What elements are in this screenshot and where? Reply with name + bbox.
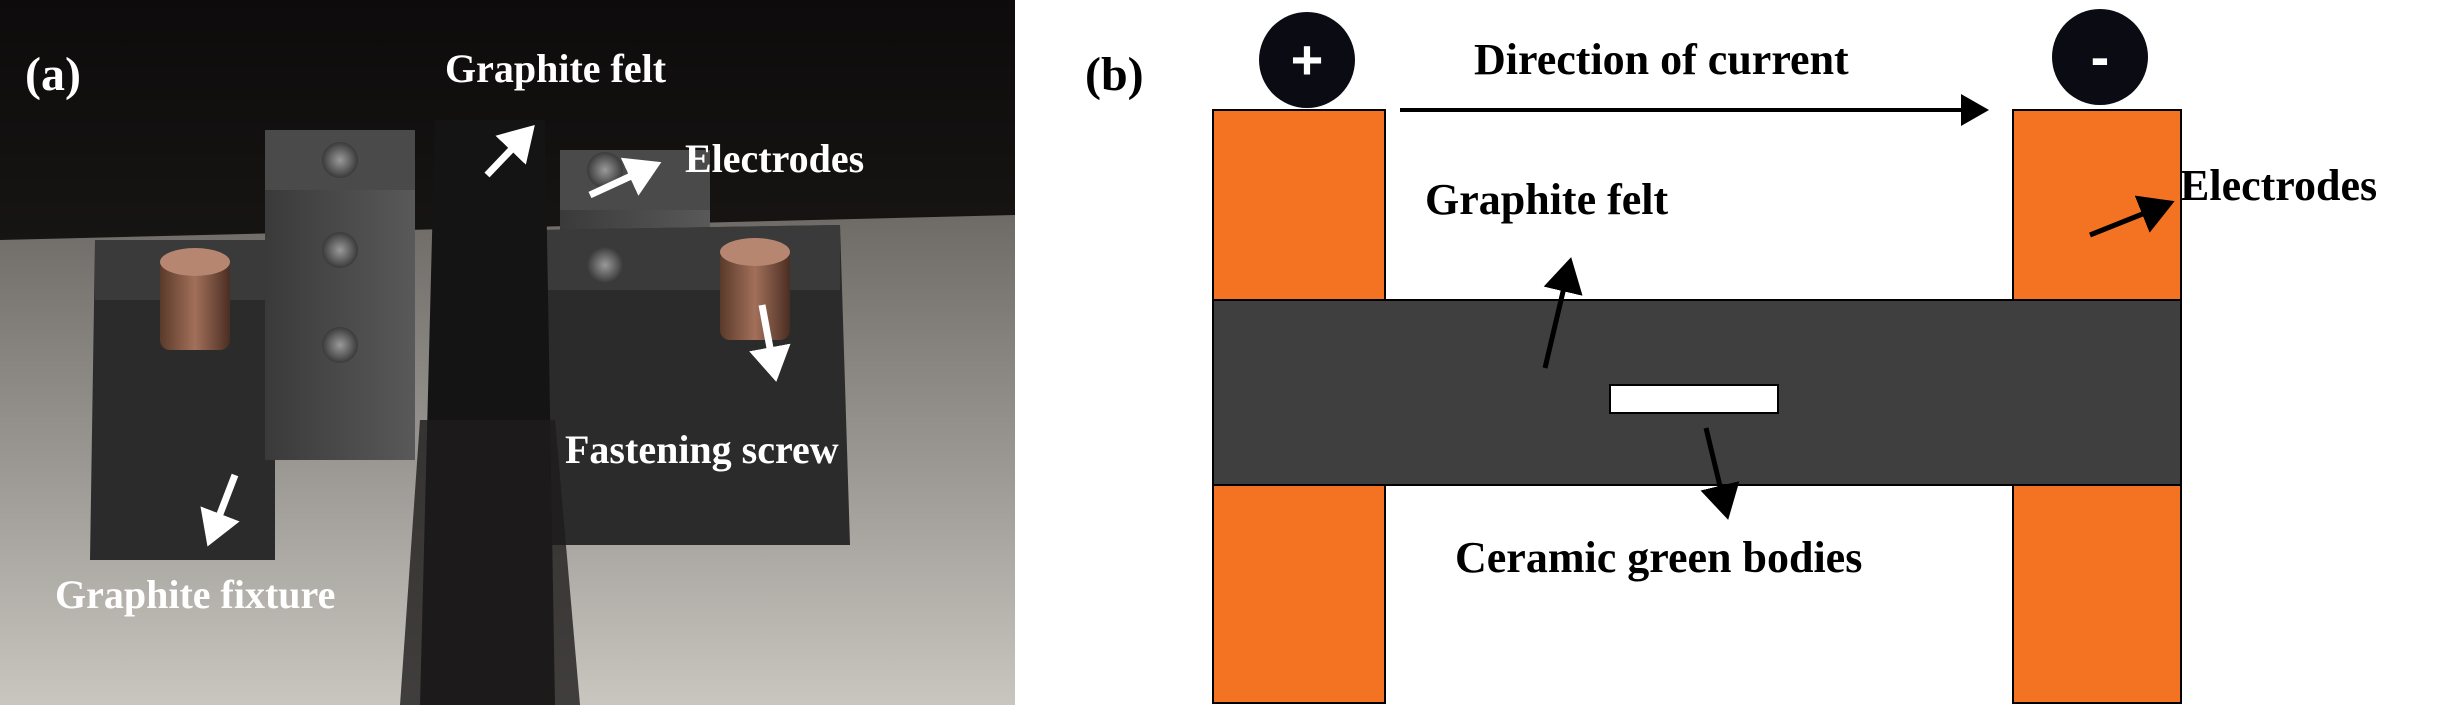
photo-label-fastening-screw: Fastening screw (565, 427, 839, 472)
negative-sign: - (2091, 25, 2110, 88)
photo-label-graphite-fixture: Graphite fixture (55, 572, 335, 617)
arrow-graphite-felt-schematic (1542, 257, 1583, 369)
arrow-electrodes (588, 157, 662, 199)
photo-screw (322, 327, 358, 363)
label-direction-of-current: Direction of current (1474, 35, 1849, 84)
photo-screw (322, 142, 358, 178)
left-copper-screw (160, 260, 230, 350)
arrow-graphite-fixture (200, 473, 240, 547)
panel-b-schematic: (b) + - Direction of current Graphite fe… (1085, 9, 2377, 704)
photo-label-electrodes: Electrodes (685, 136, 864, 181)
positive-terminal (1259, 12, 1355, 108)
panel-a-letter: (a) (25, 48, 81, 101)
arrow-fastening-screw (749, 304, 791, 382)
panel-b-letter: (b) (1085, 48, 1144, 101)
label-electrodes: Electrodes (2180, 161, 2377, 210)
photo-screw (587, 247, 623, 283)
ceramic-green-body (1609, 384, 1779, 414)
photo-screw (587, 152, 623, 188)
positive-sign: + (1291, 28, 1324, 91)
label-graphite-felt: Graphite felt (1425, 175, 1669, 224)
arrow-ceramic-green-bodies (1700, 427, 1740, 520)
photo-screw (322, 232, 358, 268)
arrow-electrodes-schematic (2089, 195, 2175, 238)
negative-terminal (2052, 9, 2148, 105)
photo-label-graphite-felt: Graphite felt (445, 46, 667, 91)
label-ceramic-green-bodies: Ceramic green bodies (1455, 533, 1862, 582)
right-copper-screw (720, 250, 790, 340)
panel-a-photo: (a) Graphite felt Electrodes Fastening s… (0, 0, 1015, 705)
arrow-graphite-felt (484, 124, 535, 178)
